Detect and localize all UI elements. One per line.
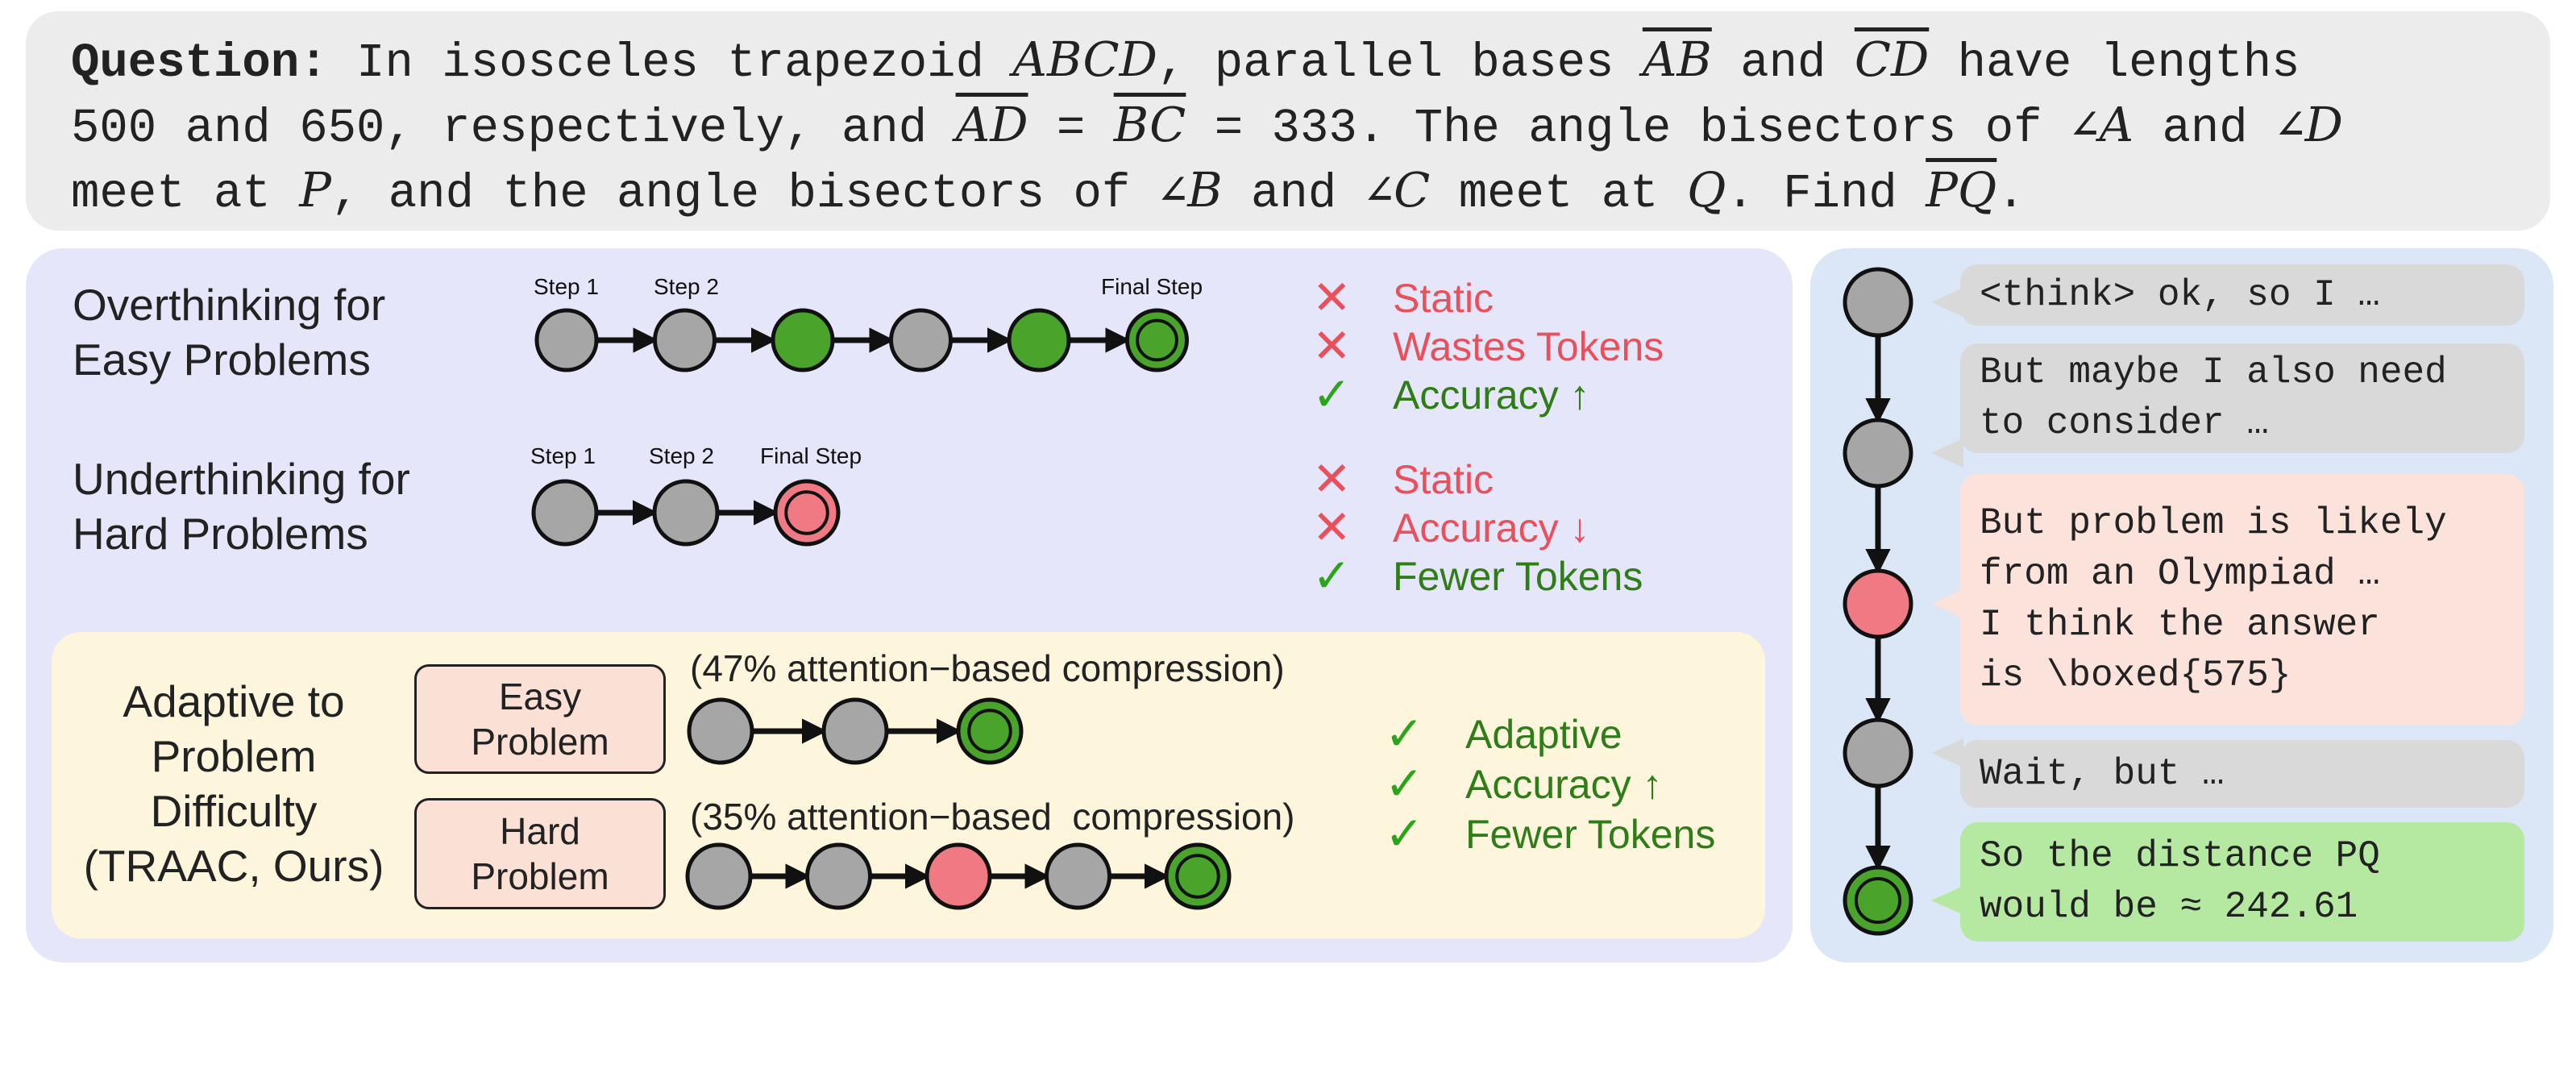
reasoning-step-node — [1843, 267, 1913, 338]
legend-item: ✓ Fewer Tokens — [1312, 552, 1643, 601]
question-line-3: meet at P, and the angle bisectors of ∠B… — [71, 162, 2025, 221]
legend-item: ✓ Accuracy ↑ — [1385, 759, 1663, 809]
reasoning-step-node — [1843, 568, 1913, 639]
reasoning-step-node — [1843, 717, 1913, 788]
legend-item: ✓ Fewer Tokens — [1385, 809, 1715, 859]
hard-compression-label: (35% attention−based compression) — [690, 796, 1295, 838]
bubble-tail — [1931, 589, 1963, 618]
bubble-tail — [1931, 886, 1963, 915]
final-step-node — [1125, 308, 1189, 372]
legend-label: Fewer Tokens — [1393, 554, 1643, 599]
legend-item: ✕ Wastes Tokens — [1312, 322, 1664, 371]
legend-label: Accuracy ↑ — [1393, 372, 1590, 418]
check-icon: ✓ — [1312, 368, 1352, 421]
check-icon: ✓ — [1385, 758, 1424, 810]
easy-problem-box: Easy Problem — [414, 664, 666, 774]
legend-item: ✓ Accuracy ↑ — [1312, 371, 1590, 419]
hard-problem-box: Hard Problem — [414, 798, 666, 909]
underthinking-title: Underthinking for Hard Problems — [73, 454, 410, 559]
final-step-node — [956, 697, 1024, 765]
legend-item: ✕ Static — [1312, 455, 1494, 504]
thought-bubble: But problem is likely from an Olympiad …… — [1960, 474, 2524, 726]
thought-bubble: So the distance PQ would be ≈ 242.61 — [1960, 822, 2524, 942]
legend-label: Accuracy ↑ — [1465, 762, 1663, 807]
reasoning-step-node — [685, 842, 753, 910]
reasoning-step-node — [805, 842, 872, 910]
legend-label: Accuracy ↓ — [1393, 505, 1590, 551]
thought-bubble: Wait, but … — [1960, 740, 2524, 808]
question-label: Question: — [71, 36, 328, 90]
thought-bubble: <think> ok, so I … — [1960, 264, 2524, 326]
step-label: Final Step — [1101, 274, 1203, 299]
final-step-node — [1843, 865, 1913, 936]
reasoning-step-node — [771, 308, 835, 372]
step-label: Step 2 — [649, 443, 714, 468]
question-line-1: Question: In isosceles trapezoid ABCD, p… — [71, 31, 2300, 90]
question-box — [26, 11, 2550, 231]
reasoning-step-node — [1843, 418, 1913, 489]
easy-compression-label: (47% attention−based compression) — [690, 647, 1285, 689]
check-icon: ✓ — [1312, 550, 1352, 602]
cross-icon: ✕ — [1312, 320, 1352, 372]
reasoning-step-node — [534, 308, 599, 372]
adaptive-title: Adaptive to Problem Difficulty (TRAAC, O… — [83, 676, 384, 891]
legend-label: Wastes Tokens — [1393, 324, 1664, 369]
thought-bubble: But maybe I also need to consider … — [1960, 343, 2524, 453]
legend-item: ✕ Static — [1312, 274, 1494, 322]
reasoning-step-node — [687, 697, 754, 765]
cross-icon: ✕ — [1312, 272, 1352, 324]
legend-label: Static — [1393, 457, 1494, 502]
reasoning-step-node — [1045, 842, 1111, 910]
check-icon: ✓ — [1385, 808, 1424, 860]
reasoning-step-node — [531, 479, 599, 547]
legend-item: ✓ Adaptive — [1385, 709, 1622, 759]
legend-label: Fewer Tokens — [1465, 812, 1716, 857]
bubble-tail — [1931, 439, 1963, 468]
legend-label: Static — [1393, 276, 1494, 321]
bubble-tail — [1931, 738, 1963, 767]
step-label: Step 2 — [654, 274, 719, 299]
final-step-node — [773, 479, 841, 547]
question-line-2: 500 and 650, respectively, and AD = BC =… — [71, 97, 2343, 156]
legend-item: ✕ Accuracy ↓ — [1312, 504, 1590, 552]
step-label: Step 1 — [530, 443, 596, 468]
legend-label: Adaptive — [1465, 712, 1622, 757]
step-label: Step 1 — [534, 274, 599, 299]
question-text: Question: In isosceles trapezoid ABCD, p… — [71, 29, 2537, 225]
cross-icon: ✕ — [1312, 453, 1352, 505]
overthinking-title: Overthinking for Easy Problems — [73, 280, 386, 385]
reasoning-step-node — [652, 479, 720, 547]
bubble-tail — [1931, 288, 1963, 317]
final-step-node — [1164, 842, 1232, 910]
reasoning-step-node — [1007, 308, 1071, 372]
reasoning-step-node — [924, 842, 992, 910]
reasoning-step-node — [821, 697, 889, 765]
reasoning-step-node — [653, 308, 717, 372]
reasoning-step-node — [889, 308, 953, 372]
cross-icon: ✕ — [1312, 501, 1352, 554]
step-label: Final Step — [760, 443, 862, 468]
check-icon: ✓ — [1385, 708, 1424, 760]
